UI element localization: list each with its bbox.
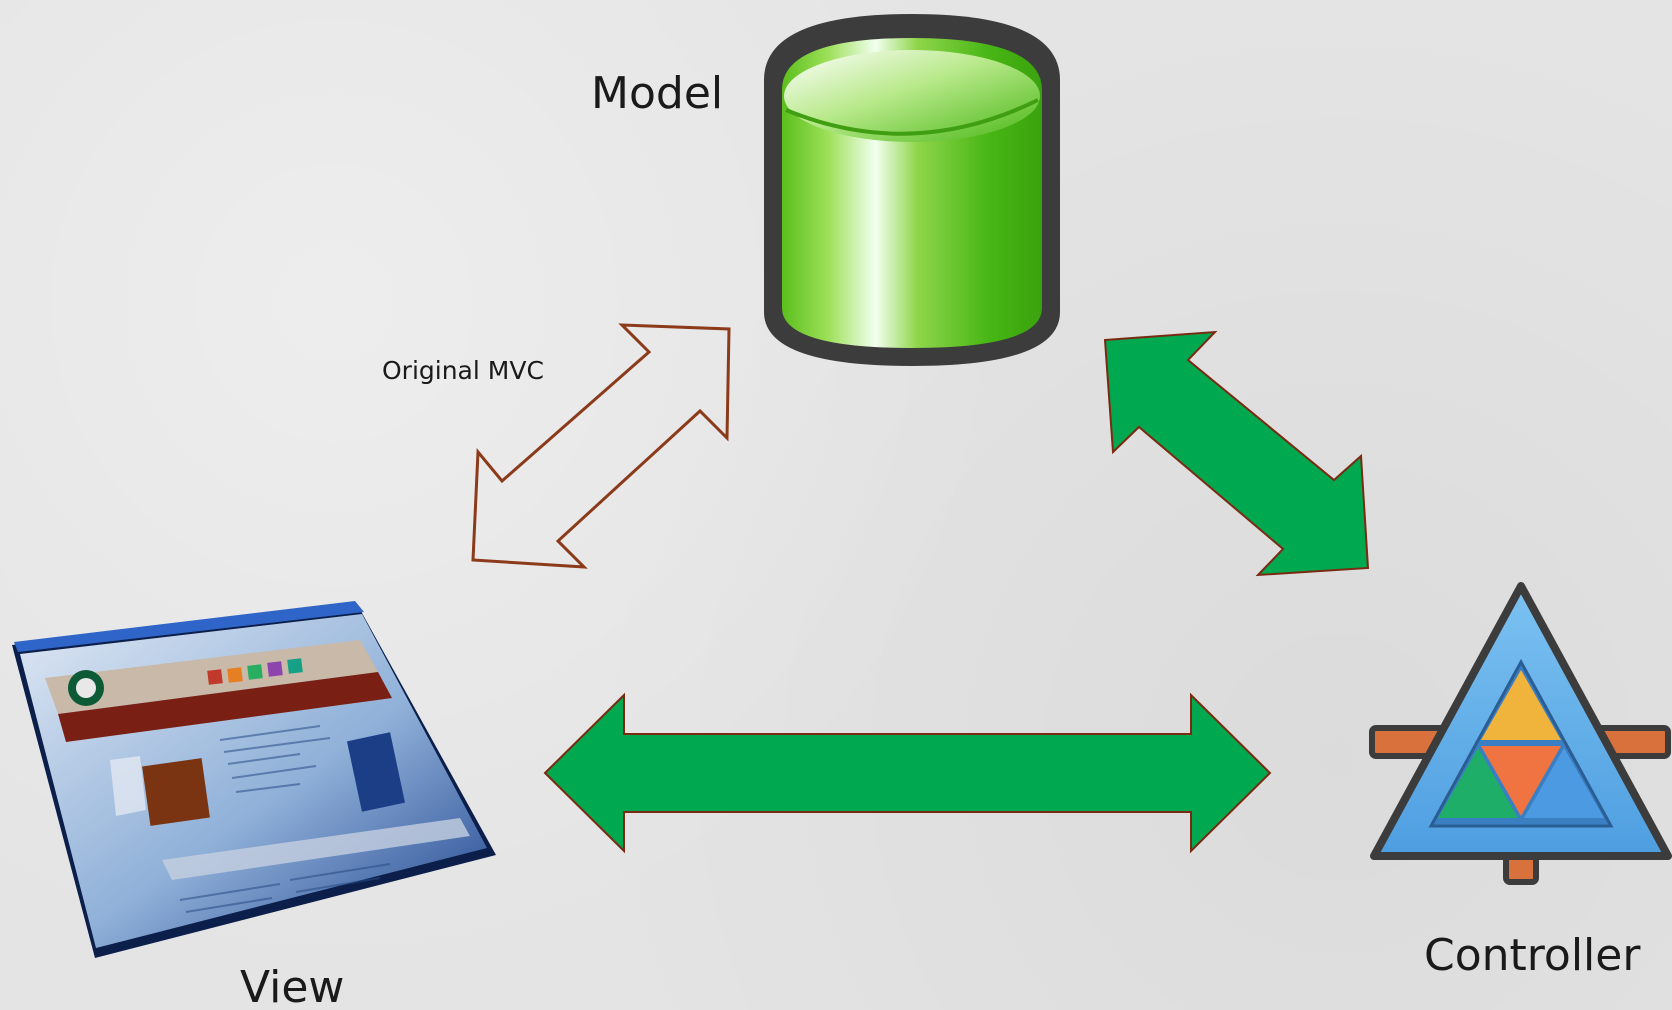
controller-triangle-icon (1369, 582, 1672, 885)
original-mvc-label: Original MVC (382, 356, 544, 385)
database-cylinder-icon (764, 14, 1060, 366)
view-controller-arrow (543, 692, 1272, 854)
model-controller-arrow (1103, 330, 1370, 577)
view-label: View (240, 962, 345, 1010)
model-label: Model (591, 68, 724, 119)
controller-label: Controller (1424, 930, 1641, 981)
view-model-outline-arrow (471, 323, 731, 569)
browser-window-icon (12, 601, 496, 958)
